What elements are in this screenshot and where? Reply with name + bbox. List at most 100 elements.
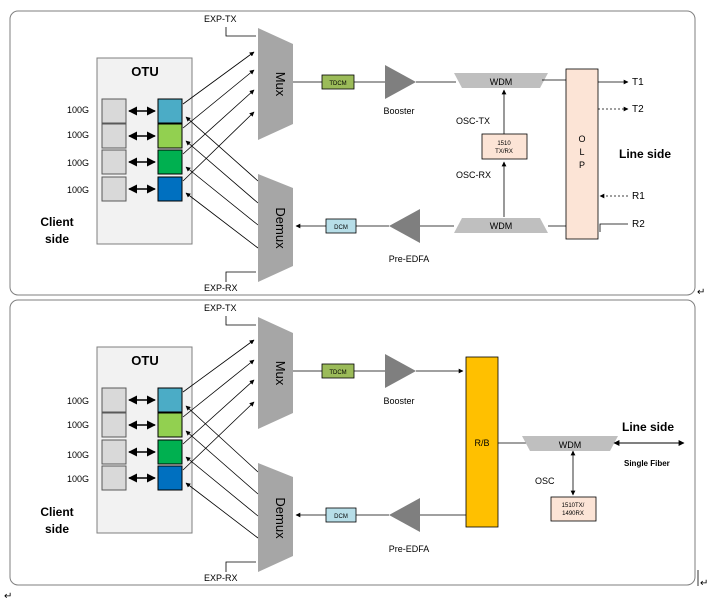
pre-edfa-label: Pre-EDFA (389, 544, 430, 554)
exp-rx-label: EXP-RX (204, 573, 238, 583)
tdcm-label: TDCM (329, 370, 346, 376)
client-side-label: Client (40, 215, 73, 229)
bottom-panel: OTU 100G 100G 100G 100G Client side EXP-… (9, 299, 696, 586)
line-port (157, 465, 183, 491)
connector (182, 359, 255, 418)
line-port (157, 439, 183, 465)
mux-label: Mux (273, 72, 288, 97)
osc-box-label: TX/RX (495, 149, 513, 155)
osc-box-label: 1510TX/ (562, 503, 585, 509)
wdm-block (522, 436, 618, 451)
connector (185, 482, 259, 539)
rate-label: 100G (67, 474, 89, 484)
r2-line (599, 223, 628, 232)
osc-rx-label: OSC-RX (456, 170, 491, 180)
pre-edfa-amplifier (389, 498, 420, 532)
booster-label: Booster (383, 106, 414, 116)
client-side-label: side (45, 522, 69, 536)
olp-label: O (578, 134, 585, 144)
olp-label: L (579, 147, 584, 157)
connector (182, 379, 255, 445)
connector (182, 89, 255, 155)
client-side-label: side (45, 232, 69, 246)
rate-label: 100G (67, 420, 89, 430)
osc-box-label: 1490RX (562, 511, 584, 517)
client-port (101, 387, 127, 413)
connector (182, 51, 255, 105)
wdm-block (454, 73, 548, 88)
wdm-block (454, 218, 548, 233)
connector (185, 405, 259, 473)
client-port (101, 149, 127, 175)
return-arrow-icon: ↵ (697, 287, 705, 298)
dcm-label: DCM (334, 225, 348, 231)
olp-box (565, 68, 599, 240)
rb-box (465, 356, 499, 528)
client-port (101, 465, 127, 491)
top-panel: OTU 100G 100G 100G 100G Client side (9, 10, 696, 296)
return-arrow-icon: ↵ (4, 591, 12, 601)
pre-edfa-amplifier (389, 209, 420, 243)
rate-label: 100G (67, 130, 89, 140)
connector (185, 192, 259, 249)
demux-label: Demux (273, 497, 288, 539)
exp-tx-line (225, 27, 256, 37)
mux-block (258, 317, 293, 429)
single-fiber-label: Single Fiber (624, 459, 670, 468)
client-port (101, 412, 127, 438)
wdm-label: WDM (490, 221, 513, 231)
t1-label: T1 (632, 77, 644, 88)
exp-tx-label: EXP-TX (204, 303, 237, 313)
rate-label: 100G (67, 450, 89, 460)
osc-box (481, 133, 528, 160)
mux-label: Mux (273, 361, 288, 386)
client-port (101, 439, 127, 465)
mux-block (258, 28, 293, 140)
rate-label: 100G (67, 158, 89, 168)
line-side-label: Line side (622, 420, 674, 434)
otu-title: OTU (131, 64, 158, 79)
rate-label: 100G (67, 396, 89, 406)
otu-title: OTU (131, 353, 158, 368)
booster-amplifier (385, 354, 416, 388)
osc-tx-label: OSC-TX (456, 116, 490, 126)
tdcm-label: TDCM (329, 81, 346, 87)
exp-rx-label: EXP-RX (204, 283, 238, 293)
connector (182, 111, 255, 182)
demux-label: Demux (273, 207, 288, 249)
connector (185, 116, 259, 182)
olp-label: P (579, 160, 585, 170)
connector (182, 339, 255, 393)
rb-label: R/B (474, 438, 489, 448)
exp-tx-label: EXP-TX (204, 14, 237, 24)
exp-tx-line (225, 316, 256, 326)
connector (185, 430, 259, 495)
client-port (101, 98, 127, 124)
rate-label: 100G (67, 105, 89, 115)
line-port (157, 387, 183, 413)
rate-label: 100G (67, 185, 89, 195)
dcm-label: DCM (334, 514, 348, 520)
exp-rx-line (225, 271, 256, 282)
connector (182, 69, 255, 129)
osc-box (550, 496, 597, 522)
line-port (157, 98, 183, 124)
pre-edfa-label: Pre-EDFA (389, 254, 430, 264)
demux-block (258, 463, 293, 572)
connector (185, 140, 259, 204)
connector (185, 166, 259, 226)
return-arrow-icon: ↵ (700, 578, 708, 589)
client-port (101, 176, 127, 202)
client-side-label: Client (40, 505, 73, 519)
osc-label: OSC (535, 476, 555, 486)
r2-label: R2 (632, 219, 645, 230)
line-port (157, 123, 183, 149)
line-port (157, 176, 183, 202)
connector (185, 456, 259, 517)
wdm-label: WDM (490, 77, 513, 87)
line-port (157, 412, 183, 438)
booster-amplifier (385, 65, 416, 99)
exp-rx-line (225, 561, 256, 572)
demux-block (258, 174, 293, 282)
